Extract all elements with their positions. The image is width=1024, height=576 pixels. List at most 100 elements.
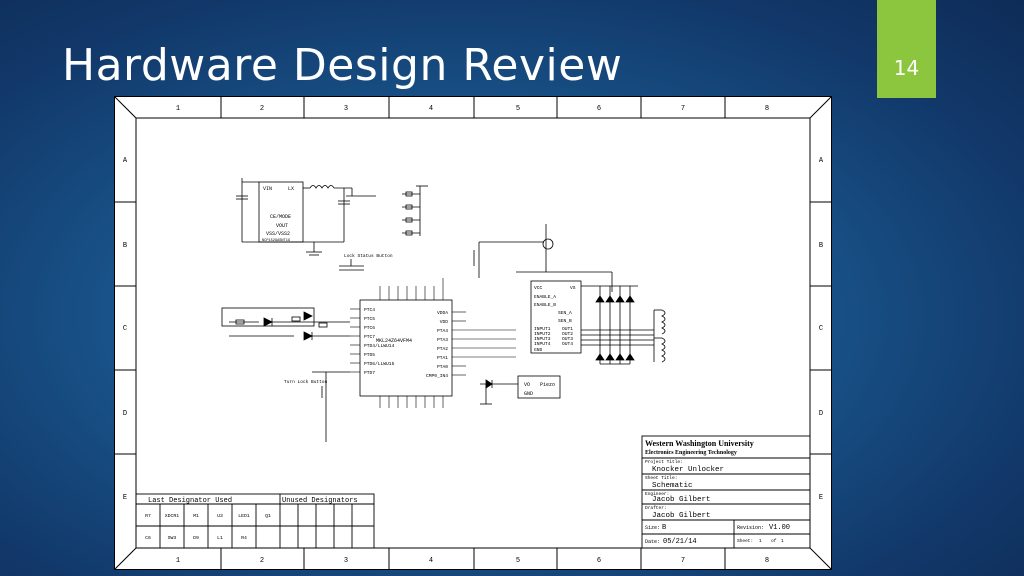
mcu-part-label: MKL24Z64VFM4 — [376, 338, 412, 344]
outer-border — [114, 96, 832, 570]
reg-pin-vin: VIN — [263, 186, 272, 192]
schematic-sheet: 1 2 3 4 5 6 7 8 1 2 3 4 5 6 7 8 A B C D … — [114, 96, 832, 570]
mcu-pin-ptc7: PTC7 — [364, 334, 375, 340]
mcu-pin-ptd7: PTD7 — [364, 370, 375, 376]
sheet-of-value: 1 — [781, 538, 784, 544]
col-label-3-bottom: 3 — [344, 557, 348, 565]
col-label-5-bottom: 5 — [516, 557, 520, 565]
row-label-c-right: C — [819, 325, 823, 333]
department-name: Electronics Engineering Technology — [645, 450, 737, 456]
row-label-e-right: E — [819, 494, 823, 502]
mcu-pin-ptc6: PTC6 — [364, 325, 375, 331]
designator-cell: SW3 — [168, 535, 177, 541]
drv-pin-enb: ENABLE_B — [534, 302, 556, 308]
designator-cell: U3 — [217, 513, 223, 519]
col-label-6-bottom: 6 — [597, 557, 601, 565]
inner-border — [135, 117, 811, 549]
designator-cell: Q1 — [265, 513, 271, 519]
date-label: Date: — [645, 539, 660, 545]
mcu-pin-vdd: VDD — [440, 319, 449, 325]
reg-part-label: NCP1529ASNT1G — [262, 239, 290, 243]
col-label-4-bottom: 4 — [429, 557, 433, 565]
sheet-title: Schematic — [652, 482, 693, 490]
turn-lock-button — [312, 371, 350, 442]
drv-pin-out1: OUT1 — [562, 326, 573, 332]
slide-title: Hardware Design Review — [62, 40, 623, 91]
piezo-pin-gnd: GND — [524, 391, 533, 397]
designator-row-2: C6 SW3 D9 L1 R4 — [145, 535, 247, 541]
sheet-background — [114, 96, 832, 570]
led-block — [221, 307, 350, 341]
designator-cell: XDCR1 — [165, 513, 180, 519]
col-label-2: 2 — [260, 105, 264, 113]
designator-cell: M1 — [193, 513, 199, 519]
designator-cell: LED1 — [238, 513, 250, 519]
mcu-pin-ptd4: PTD4/LLWU14 — [364, 343, 395, 349]
designator-cell: R7 — [145, 513, 151, 519]
row-label-d: D — [123, 410, 127, 418]
drv-pin-vs: VS — [570, 285, 576, 291]
mcu-pin-pta3: PTA3 — [437, 337, 448, 343]
unused-designator-header: Unused Designators — [282, 497, 358, 505]
piezo-block — [517, 375, 561, 399]
motor-driver-block — [530, 280, 582, 354]
lock-status-label: Lock Status Button — [344, 253, 393, 259]
stepper-motor — [653, 309, 666, 363]
sheet-number: 1 — [759, 538, 762, 544]
col-label-4: 4 — [429, 105, 433, 113]
sheet-title-label: Sheet Title: — [645, 475, 677, 481]
row-label-a-right: A — [819, 157, 824, 165]
row-label-a: A — [123, 157, 128, 165]
designator-cell: C6 — [145, 535, 151, 541]
row-label-d-right: D — [819, 410, 823, 418]
page-number: 14 — [893, 56, 920, 80]
row-label-b: B — [123, 242, 127, 250]
resistor-ladder — [402, 185, 428, 236]
mcu-pin-ptc5: PTC5 — [364, 316, 375, 322]
mcu-pin-pta0: PTA0 — [437, 364, 448, 370]
drafter-label: Drafter: — [645, 505, 667, 511]
col-label-8-bottom: 8 — [765, 557, 769, 565]
mcu-pin-ptd5: PTD5 — [364, 352, 375, 358]
transistor-q1 — [473, 224, 613, 292]
col-label-5: 5 — [516, 105, 520, 113]
turn-lock-label: Turn Lock Button — [284, 379, 328, 385]
piezo-label: Piezo — [540, 382, 555, 388]
mcu-pin-ptc4: PTC4 — [364, 307, 375, 313]
col-label-6: 6 — [597, 105, 601, 113]
drv-pin-ena: ENABLE_A — [534, 294, 556, 300]
last-designator-header: Last Designator Used — [148, 497, 232, 505]
col-label-1-bottom: 1 — [176, 557, 180, 565]
revision-label: Revision: — [737, 525, 764, 531]
drv-pin-in2: INPUT2 — [534, 331, 551, 337]
drv-pin-in4: INPUT4 — [534, 341, 551, 347]
piezo-pin-vo: VO — [524, 382, 530, 388]
drv-pin-senb: SEN_B — [558, 318, 572, 324]
diode-array-top — [581, 285, 654, 365]
designator-row-1: R7 XDCR1 M1 U3 LED1 Q1 — [145, 513, 271, 519]
designator-cell: D9 — [193, 535, 199, 541]
drv-pin-vcc: VCC — [534, 285, 543, 291]
mcu-pin-vdda: VDDA — [437, 310, 448, 316]
sheet-number-label: Sheet: — [737, 538, 753, 544]
university-name: Western Washington University — [645, 439, 754, 448]
regulator-pin-labels: VIN LX CE/MODE VOUT VSS/VSS2 NCP1529ASNT… — [262, 186, 294, 243]
col-label-2-bottom: 2 — [260, 557, 264, 565]
mcu-pin-pta1: PTA1 — [437, 355, 448, 361]
piezo-wiring — [480, 379, 518, 405]
row-dividers — [114, 201, 832, 455]
drv-pin-in3: INPUT3 — [534, 336, 551, 342]
drv-pin-gnd: GND — [534, 347, 543, 353]
title-block-frame — [641, 435, 811, 549]
engineer-name: Jacob Gilbert — [652, 496, 711, 504]
sheet-of-label: of — [771, 538, 777, 544]
col-label-8: 8 — [765, 105, 769, 113]
reg-pin-vout: VOUT — [276, 223, 288, 229]
mcu-pin-ptd6: PTD6/LLWU15 — [364, 361, 395, 367]
column-dividers — [220, 96, 726, 570]
drv-pin-in1: INPUT1 — [534, 326, 551, 332]
row-label-b-right: B — [819, 242, 823, 250]
designator-cell: L1 — [217, 535, 223, 541]
designator-cell: R4 — [241, 535, 247, 541]
project-title-label: Project Title: — [645, 459, 683, 465]
